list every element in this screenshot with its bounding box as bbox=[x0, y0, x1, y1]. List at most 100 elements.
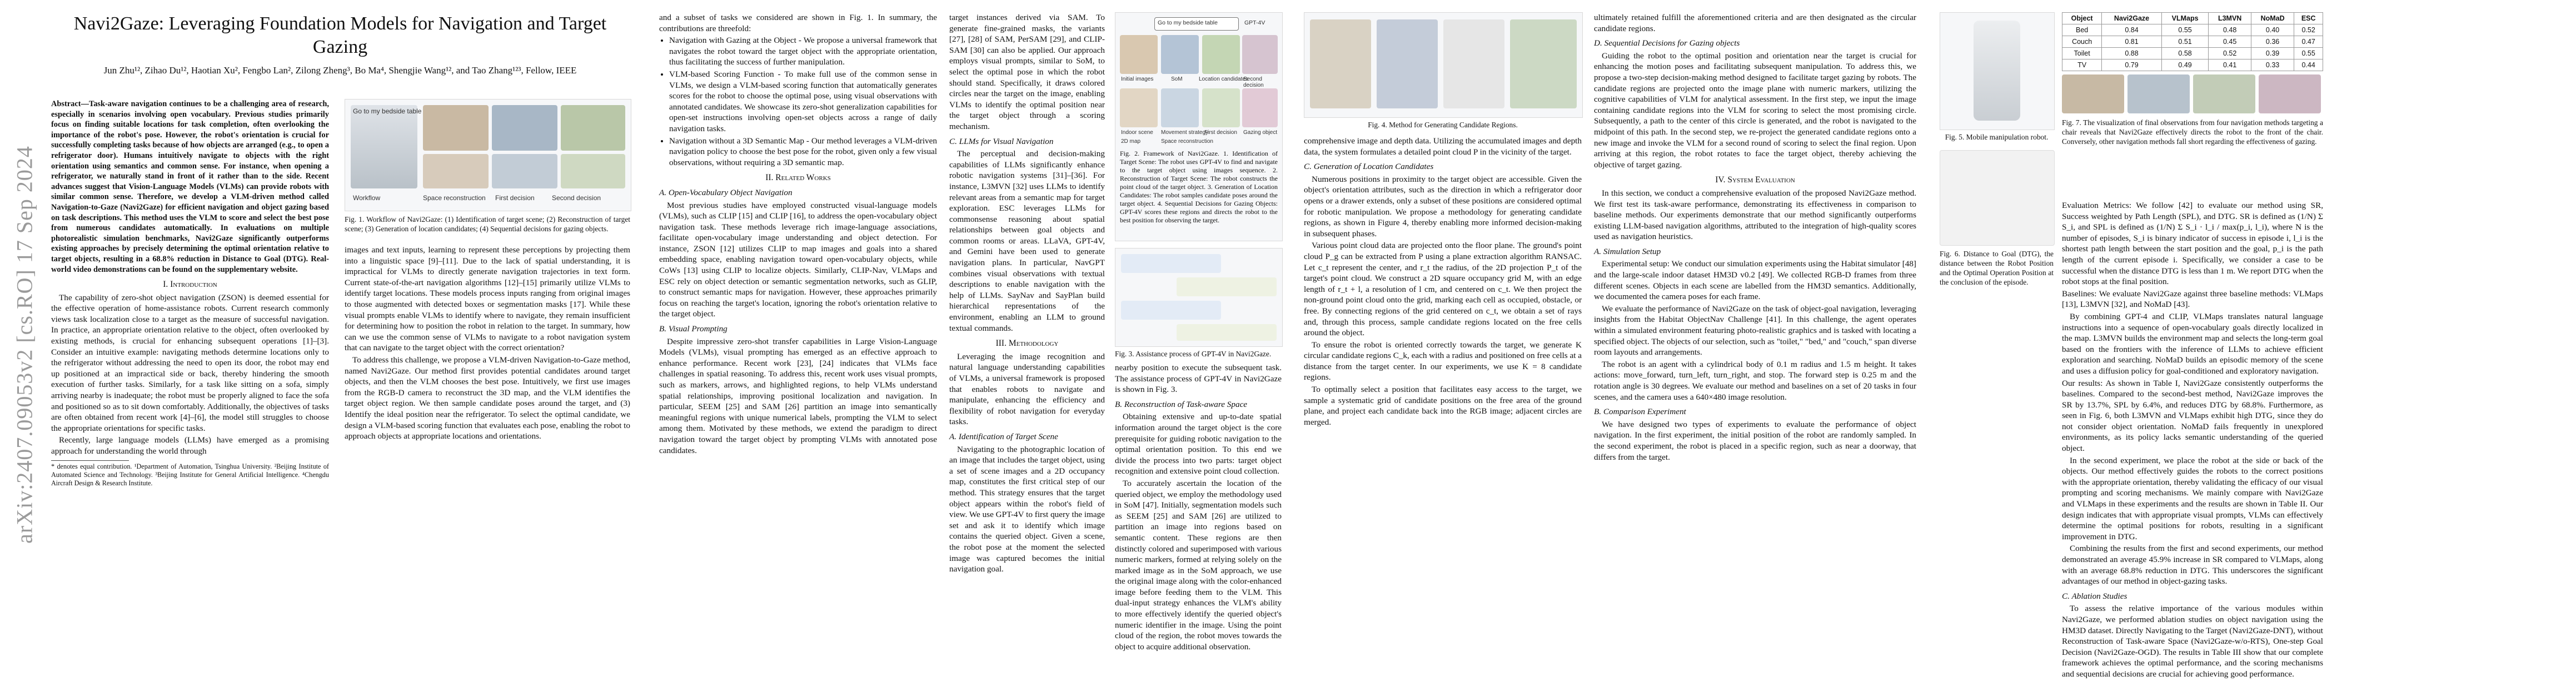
table-cell: 0.51 bbox=[2161, 36, 2209, 48]
paragraph: Our results: As shown in Table I, Navi2G… bbox=[2062, 378, 2323, 454]
figure-label: Indoor scene bbox=[1121, 130, 1153, 136]
table-cell: Couch bbox=[2061, 36, 2102, 48]
paragraph: nearby position to execute the subsequen… bbox=[1115, 363, 1282, 395]
page1-right-column: images and text inputs, learning to repr… bbox=[345, 245, 630, 443]
observation-image bbox=[2062, 74, 2124, 113]
page1-left-column: Abstract—Task-aware navigation continues… bbox=[51, 99, 329, 488]
subsection-heading: B. Visual Prompting bbox=[659, 324, 728, 334]
paragraph: The capability of zero-shot object navig… bbox=[51, 292, 329, 433]
paragraph: Various point cloud data are projected o… bbox=[1304, 241, 1582, 338]
figure-4-caption: Fig. 4. Method for Generating Candidate … bbox=[1368, 121, 1518, 129]
step-box bbox=[1310, 19, 1371, 108]
robot-photo bbox=[351, 105, 417, 188]
table-header: VLMaps bbox=[2161, 12, 2209, 24]
paragraph: The robot is an agent with a cylindrical… bbox=[1594, 359, 1916, 402]
results-figure: Object Navi2Gaze VLMaps L3MVN NoMaD ESC … bbox=[2061, 12, 2323, 146]
scene-image bbox=[423, 154, 489, 188]
paragraph: ultimately retained fulfill the aforemen… bbox=[1594, 13, 1916, 33]
figure-label: Initial images bbox=[1121, 76, 1154, 82]
subsection-heading: B. Reconstruction of Task-aware Space bbox=[1115, 399, 1248, 409]
subsection-heading: A. Open-Vocabulary Object Navigation bbox=[659, 187, 793, 197]
subsection-heading: A. Simulation Setup bbox=[1594, 246, 1661, 256]
step-box bbox=[1443, 19, 1504, 108]
figure-label: Space reconstruction bbox=[423, 194, 486, 202]
table-header: NoMaD bbox=[2250, 12, 2295, 24]
table-cell: 0.81 bbox=[2101, 36, 2162, 48]
step-box bbox=[1120, 88, 1158, 127]
observation-image bbox=[2127, 74, 2190, 113]
figure-5-caption: Fig. 5. Mobile manipulation robot. bbox=[1945, 133, 2049, 141]
scene-image bbox=[561, 154, 625, 188]
subsection-heading: C. LLMs for Visual Navigation bbox=[949, 136, 1054, 146]
paragraph: images and text inputs, learning to repr… bbox=[345, 245, 630, 353]
paragraph: In the second experiment, we place the r… bbox=[2062, 455, 2323, 541]
figure-6-caption: Fig. 6. Distance to Goal (DTG), the dist… bbox=[1940, 250, 2054, 286]
dtg-figure bbox=[1940, 150, 2055, 246]
page4-right-column: Evaluation Metrics: We follow [42] to ev… bbox=[2062, 200, 2323, 681]
section-heading: IV. System Evaluation bbox=[1715, 175, 1795, 185]
paragraph: To optimally select a position that faci… bbox=[1304, 385, 1582, 427]
page-4: Fig. 5. Mobile manipulation robot. Objec… bbox=[1934, 0, 2576, 679]
figure-5 bbox=[1940, 12, 2055, 130]
table-cell: 0.55 bbox=[2294, 47, 2323, 59]
table-cell: 0.47 bbox=[2294, 36, 2323, 48]
paragraph: Combining the results from the first and… bbox=[2062, 544, 2323, 586]
figure-label: Movement strategy bbox=[1161, 130, 1209, 136]
table-cell: 0.49 bbox=[2161, 59, 2209, 71]
paragraph: To ensure the robot is oriented correctl… bbox=[1304, 340, 1582, 382]
table-cell: 0.52 bbox=[2208, 47, 2251, 59]
paragraph: By combining GPT-4 and CLIP, VLMaps tran… bbox=[2062, 311, 2323, 376]
results-table: Object Navi2Gaze VLMaps L3MVN NoMaD ESC … bbox=[2061, 12, 2323, 71]
table-header: ESC bbox=[2294, 12, 2323, 24]
observation-image bbox=[2193, 74, 2255, 113]
figure-label: 2D map bbox=[1121, 138, 1141, 145]
scene-image bbox=[561, 105, 625, 151]
figure-label: Gazing object bbox=[1243, 130, 1278, 136]
page3-left-column: comprehensive image and depth data. Util… bbox=[1304, 136, 1582, 429]
paragraph: target instances derived via SAM. To gen… bbox=[949, 13, 1105, 131]
figure-label: First decision bbox=[1204, 130, 1237, 136]
table-cell: 0.58 bbox=[2161, 47, 2209, 59]
chat-bubble bbox=[1177, 277, 1277, 296]
step-box bbox=[1377, 19, 1438, 108]
paragraph: Obtaining extensive and up-to-date spati… bbox=[1115, 412, 1282, 476]
paragraph: Navigating to the photographic location … bbox=[949, 444, 1105, 574]
page2-middle-column: target instances derived via SAM. To gen… bbox=[949, 12, 1105, 576]
figure-label: Space reconstruction bbox=[1161, 138, 1213, 145]
figure-label: GPT-4V bbox=[1244, 19, 1265, 26]
figure-label: Second decision bbox=[1243, 76, 1264, 88]
paragraph: Despite impressive zero-shot transfer ca… bbox=[659, 336, 937, 455]
list-item: VLM-based Scoring Function - To make ful… bbox=[669, 69, 937, 135]
figure-label: Second decision bbox=[552, 194, 601, 202]
paragraph: Recently, large language models (LLMs) h… bbox=[51, 435, 329, 456]
table-cell: TV bbox=[2061, 59, 2102, 71]
scene-image bbox=[492, 105, 557, 151]
paragraph: Guiding the robot to the optimal positio… bbox=[1594, 51, 1916, 170]
paragraph: We evaluate the performance of Navi2Gaze… bbox=[1594, 304, 1916, 357]
table-cell: 0.52 bbox=[2294, 24, 2323, 36]
table-cell: 0.40 bbox=[2250, 24, 2295, 36]
paragraph: Leveraging the image recognition and nat… bbox=[949, 351, 1105, 427]
page-3: Fig. 4. Method for Generating Candidate … bbox=[1289, 0, 1934, 667]
table-cell: 0.48 bbox=[2208, 24, 2251, 36]
figure-1: Go to my bedside table Workflow Space re… bbox=[345, 99, 631, 211]
step-box bbox=[1510, 19, 1577, 108]
paragraph: To assess the relative importance of the… bbox=[2062, 604, 2323, 679]
abstract: Abstract—Task-aware navigation continues… bbox=[51, 100, 329, 274]
subsection-heading: C. Ablation Studies bbox=[2062, 591, 2127, 601]
figure-label: Location candidates bbox=[1199, 76, 1248, 82]
subsection-heading: A. Identification of Target Scene bbox=[949, 431, 1058, 441]
page-1: Navi2Gaze: Leveraging Foundation Models … bbox=[0, 0, 645, 667]
paragraph: Evaluation Metrics: We follow [42] to ev… bbox=[2062, 201, 2323, 287]
page4-left-column: Fig. 6. Distance to Goal (DTG), the dist… bbox=[1940, 150, 2055, 287]
observation-image bbox=[2259, 74, 2321, 113]
paragraph: To address this challenge, we propose a … bbox=[345, 355, 630, 441]
section-heading: I. Introduction bbox=[163, 280, 217, 290]
table-cell: 0.84 bbox=[2101, 24, 2162, 36]
figure-4 bbox=[1304, 12, 1583, 118]
paragraph: Most previous studies have employed cons… bbox=[659, 200, 937, 319]
table-cell: 0.33 bbox=[2250, 59, 2295, 71]
subsection-heading: D. Sequential Decisions for Gazing objec… bbox=[1594, 38, 1740, 48]
